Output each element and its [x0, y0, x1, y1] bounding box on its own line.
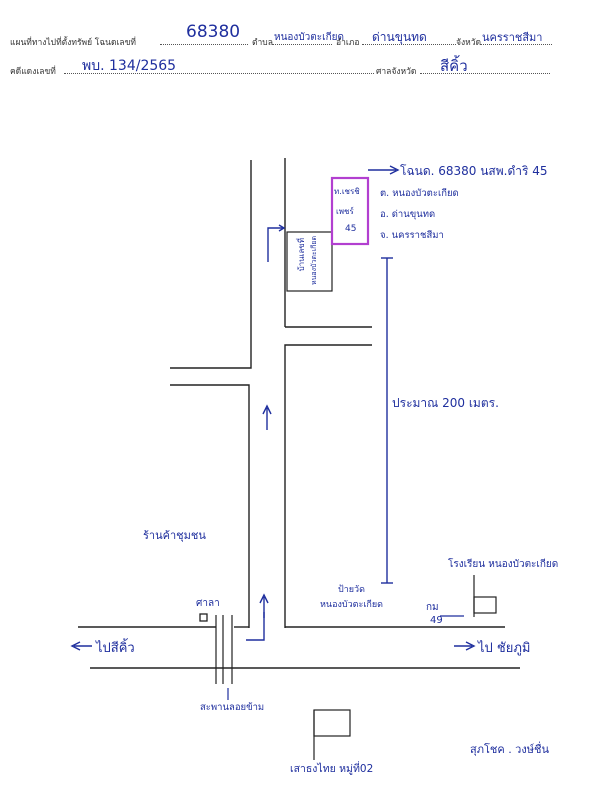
km-label: กม [426, 602, 439, 613]
province-dots [480, 44, 552, 45]
side-arrow [267, 227, 283, 262]
deed-dots [160, 44, 248, 45]
sala-label: ศาลา [196, 598, 220, 609]
school-label: โรงเรียน หนองบัวตะเกียด [448, 559, 559, 570]
temple-flag-label: เสาธงไทย หมู่ที่02 [290, 763, 374, 775]
road-left-edge-lower [170, 384, 250, 628]
header-label-district: อำเภอ [336, 38, 360, 48]
plot-label-2: เพชร์ [336, 207, 354, 216]
house-label-2: หนองบัวตะเกียด [310, 236, 318, 285]
case-dots [64, 73, 374, 74]
km-number: 49 [430, 615, 443, 626]
subdistrict-dots [272, 44, 332, 45]
plot-label-3: 45 [345, 224, 357, 234]
court-value: สีคิ้ว [440, 57, 468, 75]
plot-label-1: ท.เชรชิ [334, 187, 360, 196]
header-label-map: แผนที่ทางไปที่ตั้งทรัพย์ โฉนดเลขที่ [10, 38, 137, 48]
turn-arrow [246, 612, 265, 641]
province-value: นครราชสีมา [482, 31, 543, 44]
village-sign-2: หนองบัวตะเกียด [320, 600, 383, 610]
signature: สุภโชค . วงษ์ชื่น [470, 743, 549, 756]
road-left-edge-upper [170, 160, 252, 369]
house-box [286, 231, 333, 292]
subdistrict-value: หนองบัวตะเกียด [274, 32, 344, 43]
case-number: พบ. 134/2565 [82, 58, 177, 74]
bridge-label: สะพานลอยข้าม [200, 702, 265, 713]
district-dots [362, 44, 456, 45]
header-label-case: คดีแดงเลขที่ [10, 67, 56, 77]
sala-square [199, 613, 208, 622]
school-flag [473, 596, 497, 614]
deed-number: 68380 [186, 22, 241, 42]
pointer-arrowhead [389, 165, 400, 175]
target-title: โฉนด. 68380 นสพ.ดำริ 45 [400, 164, 548, 178]
distance-label: ประมาณ 200 เมตร. [392, 396, 499, 410]
district-value: ด่านขุนทด [372, 30, 427, 44]
target-district: อ. ด่านขุนทด [380, 209, 436, 220]
temple-flag [313, 709, 351, 737]
header-label-court: ศาลจังหวัด [376, 67, 417, 77]
target-plot [330, 176, 370, 246]
header-label-province: จังหวัด [456, 38, 482, 48]
target-subdistrict: ต. หนองบัวตะเกียด [380, 188, 459, 199]
road-right-side-street-lower [284, 344, 372, 628]
village-sign-1: ป้ายวัด [338, 585, 365, 595]
court-dots [420, 73, 550, 74]
header-label-subdistrict: ตำบล [252, 38, 273, 48]
to-right-label: ไป ชัยภูมิ [478, 641, 531, 656]
shop-label: ร้านค้าชุมชน [143, 529, 206, 542]
target-province: จ. นครราชสีมา [380, 230, 444, 241]
to-left-label: ไปสีคิ้ว [96, 641, 135, 656]
house-label-1: บ้านเลขที่ [297, 238, 306, 272]
